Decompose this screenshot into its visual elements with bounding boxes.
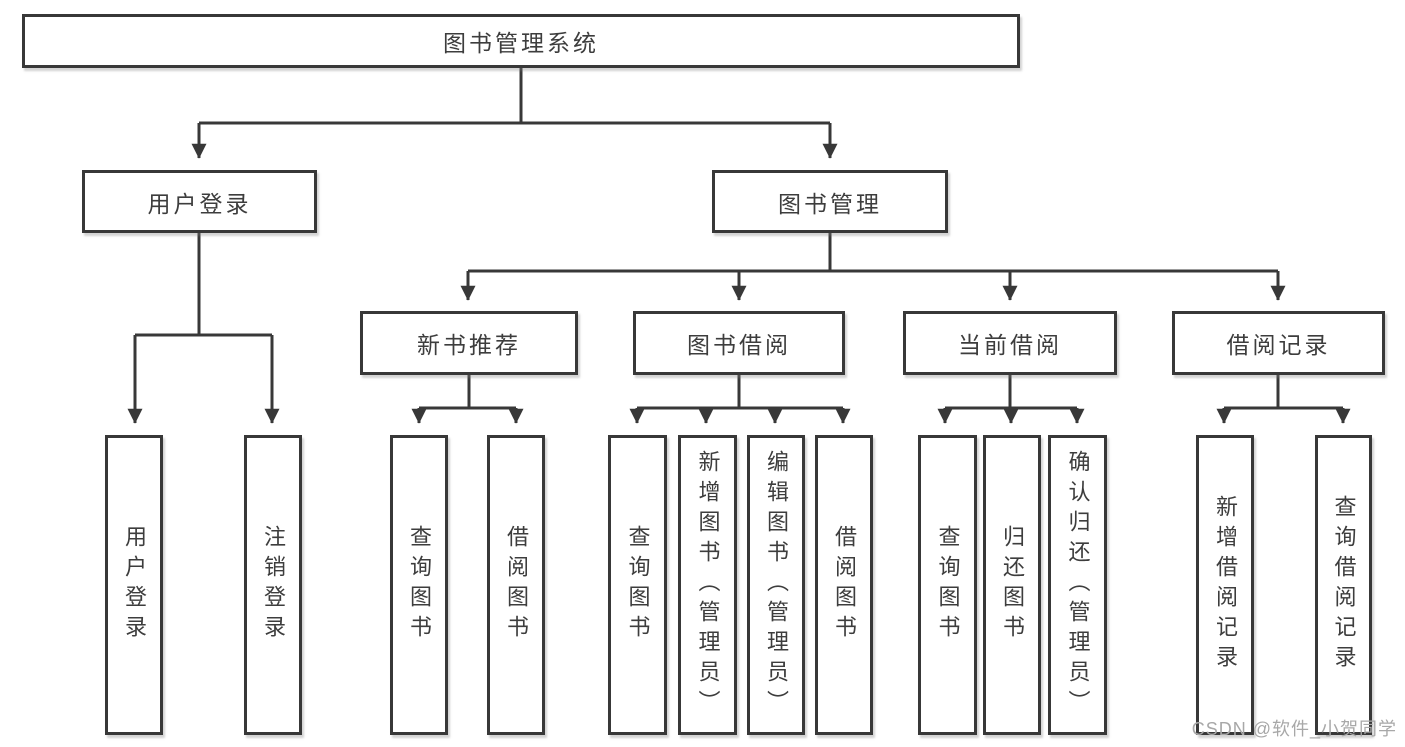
node-leaf-current-return: 归还图书	[983, 435, 1041, 735]
connector-user-login-to-leaves	[127, 233, 280, 424]
node-leaf-borrow-query-label: 查询图书	[625, 525, 651, 645]
node-borrow: 图书借阅	[633, 311, 845, 375]
node-leaf-newbook-borrow-label: 借阅图书	[504, 525, 529, 645]
node-user-login: 用户登录	[82, 170, 317, 233]
node-record-label: 借阅记录	[1226, 332, 1331, 358]
node-leaf-newbook-query-label: 查询图书	[407, 525, 432, 645]
connector-record-to-leaves	[1216, 375, 1351, 424]
node-leaf-current-confirm: 确认归还（管理员）	[1048, 435, 1107, 735]
node-leaf-logout-label: 注销登录	[261, 525, 286, 645]
node-current-label: 当前借阅	[958, 332, 1062, 358]
node-leaf-logout: 注销登录	[244, 435, 302, 735]
connector-root-to-level2	[191, 68, 838, 159]
node-book-mgmt: 图书管理	[712, 170, 948, 233]
connector-book-mgmt-to-level3	[460, 233, 1286, 301]
node-leaf-borrow-add-label: 新增图书（管理员）	[695, 450, 721, 720]
node-leaf-newbook-query: 查询图书	[390, 435, 448, 735]
node-leaf-newbook-borrow: 借阅图书	[487, 435, 545, 735]
node-leaf-record-add-label: 新增借阅记录	[1213, 495, 1238, 675]
node-new-book: 新书推荐	[360, 311, 578, 375]
node-leaf-borrow-borrow: 借阅图书	[815, 435, 873, 735]
node-leaf-record-add: 新增借阅记录	[1196, 435, 1254, 735]
node-leaf-record-query-label: 查询借阅记录	[1331, 495, 1357, 675]
node-leaf-borrow-add: 新增图书（管理员）	[678, 435, 737, 735]
connector-current-to-leaves	[937, 375, 1085, 424]
node-leaf-borrow-query: 查询图书	[608, 435, 667, 735]
node-leaf-current-query: 查询图书	[918, 435, 977, 735]
node-leaf-current-return-label: 归还图书	[1000, 525, 1025, 645]
node-root: 图书管理系统	[22, 14, 1020, 68]
node-record: 借阅记录	[1172, 311, 1385, 375]
node-leaf-borrow-edit-label: 编辑图书（管理员）	[764, 450, 789, 720]
node-leaf-current-confirm-label: 确认归还（管理员）	[1065, 450, 1091, 720]
node-leaf-record-query: 查询借阅记录	[1315, 435, 1372, 735]
node-leaf-current-query-label: 查询图书	[935, 525, 961, 645]
connector-borrow-to-leaves	[629, 375, 851, 424]
connector-new-book-to-leaves	[411, 375, 524, 424]
node-leaf-borrow-borrow-label: 借阅图书	[832, 525, 857, 645]
node-borrow-label: 图书借阅	[687, 332, 791, 358]
node-book-mgmt-label: 图书管理	[778, 190, 882, 217]
node-user-login-label: 用户登录	[147, 190, 252, 217]
watermark: CSDN @软件_小贺同学	[1191, 719, 1397, 739]
node-current: 当前借阅	[903, 311, 1117, 375]
node-leaf-user-login: 用户登录	[105, 435, 163, 735]
node-leaf-user-login-label: 用户登录	[122, 525, 147, 645]
node-root-label: 图书管理系统	[443, 30, 599, 56]
node-new-book-label: 新书推荐	[417, 332, 521, 358]
node-leaf-borrow-edit: 编辑图书（管理员）	[747, 435, 805, 735]
